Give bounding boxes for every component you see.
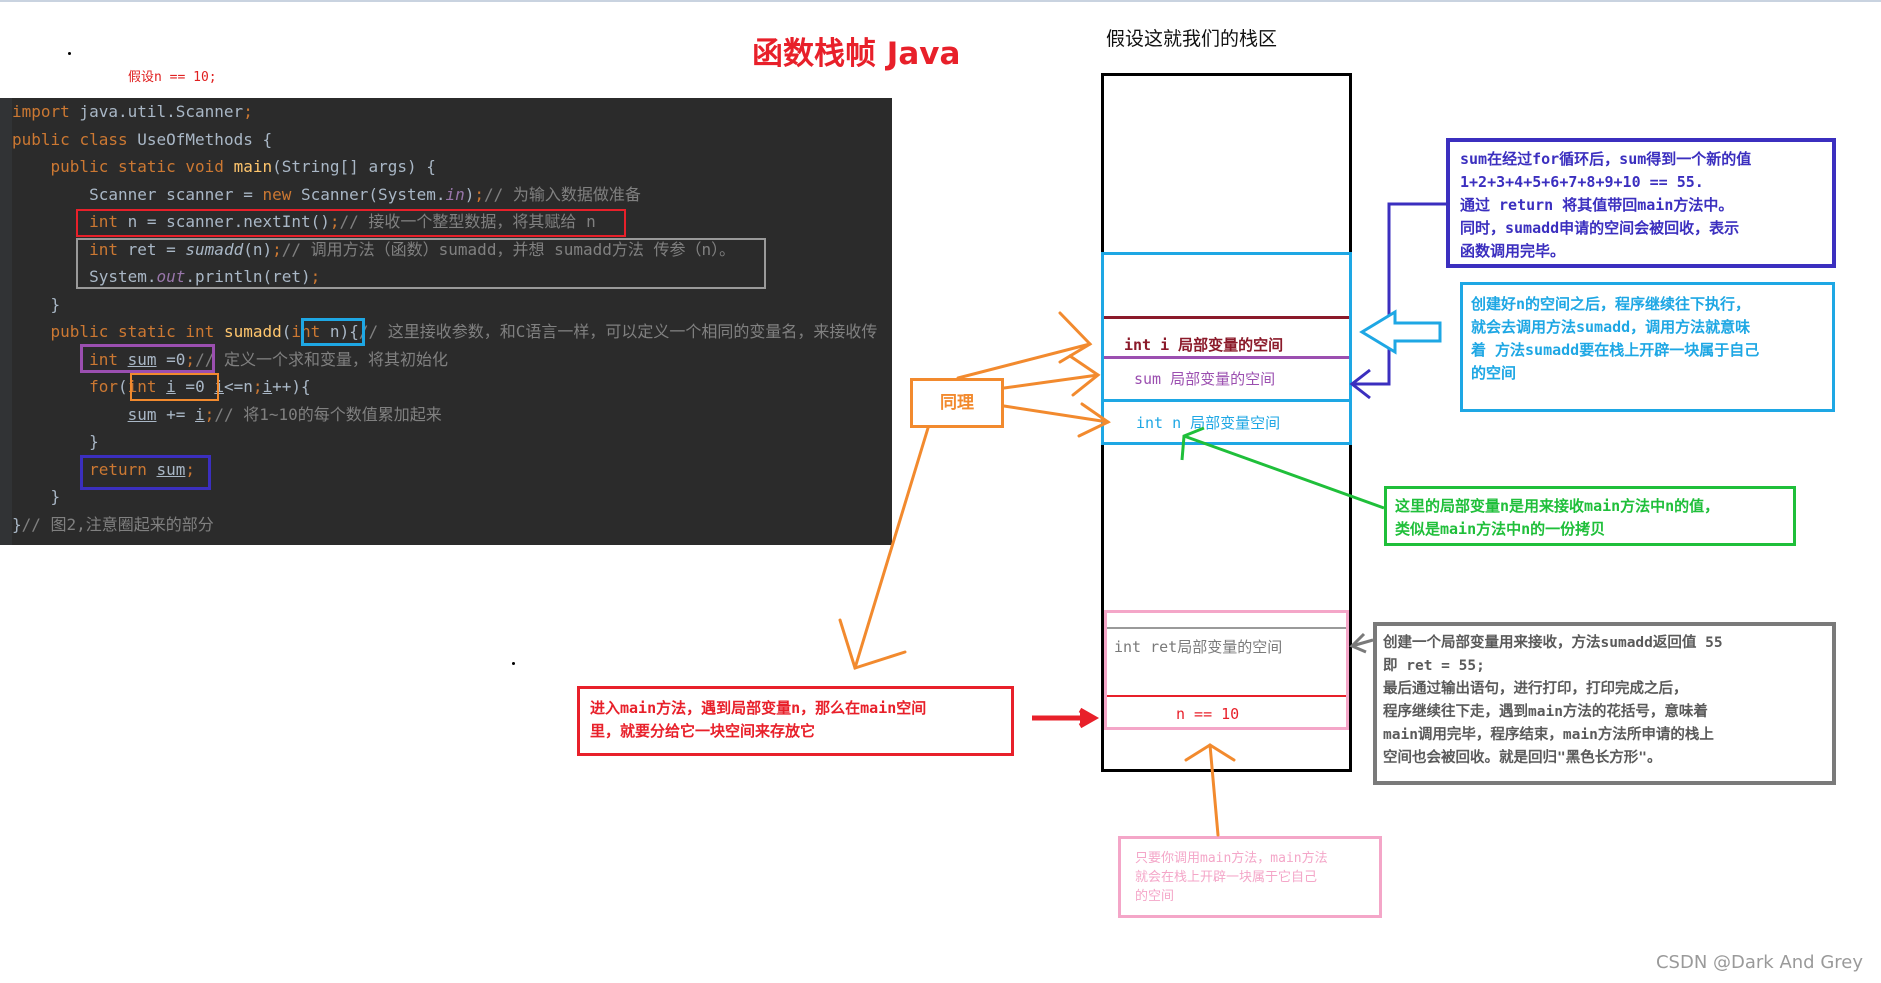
code-line: }// 图2,注意圈起来的部分	[12, 514, 214, 534]
note-line: 这里的局部变量n是用来接收main方法中n的值，	[1395, 497, 1720, 515]
note-line: 的空间	[1135, 889, 1175, 904]
arrow-head	[1078, 707, 1100, 729]
frame-divider	[1104, 356, 1349, 359]
code-line: }	[12, 487, 61, 506]
note-line: 程序继续往下走，遇到main方法的花括号，意味着	[1383, 704, 1708, 720]
code-line: for(int i =0 i<=n;i++){	[89, 377, 311, 396]
arrow-head	[1349, 368, 1371, 400]
slot-ret: int ret局部变量的空间	[1114, 638, 1283, 656]
arrow-line	[1002, 404, 1110, 424]
arrow-head	[838, 618, 907, 670]
code-line: int sum =0;// 定义一个求和变量，将其初始化	[89, 349, 448, 369]
sumadd-frame	[1101, 252, 1352, 445]
frame-divider	[1107, 695, 1346, 697]
note-line: 里，就要分给它一块空间来存放它	[590, 722, 816, 740]
assumption-note: 假设n == 10;	[128, 70, 217, 85]
code-line: Scanner scanner = new Scanner(System.in)…	[12, 184, 641, 204]
note-line: 同时，sumadd申请的空间会被回收，表示	[1460, 219, 1740, 237]
diagram-title: 函数栈帧 Java	[752, 36, 961, 72]
code-line: public static void main(String[] args) {	[50, 157, 436, 176]
code-line: sum += i;// 将1~10的每个数值累加起来	[127, 404, 442, 424]
note-line: 1+2+3+4+5+6+7+8+9+10 == 55.	[1460, 173, 1704, 191]
code-line: int ret = sumadd(n);// 调用方法（函数）sumadd，并想…	[89, 239, 736, 259]
slot-sum: sum 局部变量的空间	[1134, 370, 1276, 388]
arrow-line	[1208, 743, 1220, 837]
blue-connector	[1349, 202, 1446, 400]
code-line: public class UseOfMethods {	[12, 129, 273, 149]
red-arrow	[1032, 707, 1100, 729]
frame-divider	[1104, 316, 1349, 319]
code-line: return sum;	[89, 459, 196, 479]
stray-dot	[512, 662, 515, 665]
code-line: }	[12, 432, 99, 451]
note-line: 空间也会被回收。就是回归"黑色长方形"。	[1383, 750, 1662, 766]
highlight-return	[80, 455, 211, 490]
arrow-head	[1184, 743, 1236, 762]
note-line: 着 方法sumadd要在栈上开辟一块属于自己	[1471, 341, 1760, 359]
arrow-line	[956, 342, 1092, 380]
green-arrow	[1180, 426, 1385, 510]
slot-n-equals: n == 10	[1176, 705, 1240, 723]
note-line: 就会在栈上开辟一块属于它自己	[1135, 870, 1318, 885]
highlight-sum	[80, 344, 215, 373]
note-tongli: 同理	[910, 378, 1004, 428]
cyan-hollow-arrow	[1359, 309, 1442, 355]
note-enter-main: 进入main方法，遇到局部变量n，那么在main空间 里，就要分给它一块空间来存…	[577, 686, 1014, 756]
note-sum-after-loop: sum在经过for循环后，sum得到一个新的值 1+2+3+4+5+6+7+8+…	[1446, 138, 1836, 268]
arrow-head	[1180, 426, 1205, 461]
slot-int-n: int n 局部变量空间	[1136, 414, 1281, 432]
note-ret-receive: 创建一个局部变量用来接收，方法sumadd返回值 55 即 ret = 55; …	[1373, 622, 1836, 785]
arrow-head	[1349, 632, 1367, 654]
stray-dot	[68, 52, 71, 55]
highlight-param-n	[301, 318, 365, 346]
note-line: 进入main方法，遇到局部变量n，那么在main空间	[590, 699, 927, 717]
note-local-n-copy: 这里的局部变量n是用来接收main方法中n的值， 类似是main方法中n的一份拷…	[1384, 486, 1796, 546]
highlight-int-i	[130, 373, 219, 401]
arrow-head	[1077, 402, 1111, 438]
frame-divider	[1104, 399, 1349, 402]
arrow-line	[1352, 202, 1446, 386]
slot-int-i: int i 局部变量的空间	[1124, 336, 1284, 354]
code-gutter	[0, 98, 12, 545]
code-line: int n = scanner.nextInt();// 接收一个整型数据，将其…	[89, 212, 596, 231]
code-line: }	[12, 294, 61, 314]
code-editor: import java.util.Scanner; public class U…	[0, 98, 892, 545]
stack-heading: 假设这就我们的栈区	[1106, 28, 1278, 50]
main-frame	[1104, 610, 1349, 730]
arrow-head	[1068, 354, 1101, 397]
top-border	[0, 0, 1881, 2]
note-text: 同理	[940, 392, 974, 413]
orange-arrows	[838, 311, 1236, 837]
frame-divider	[1107, 627, 1346, 629]
note-line: 创建一个局部变量用来接收，方法sumadd返回值 55	[1383, 635, 1723, 651]
footer-credit: CSDN @Dark And Grey	[1655, 952, 1863, 973]
note-line: main调用完毕，程序结束，main方法所申请的栈上	[1383, 727, 1714, 743]
note-line: 只要你调用main方法，main方法	[1135, 851, 1328, 866]
arrow-line	[1183, 434, 1385, 510]
gray-arrow	[1349, 632, 1374, 654]
note-line: 类似是main方法中n的一份拷贝	[1395, 520, 1606, 538]
note-line: 最后通过输出语句，进行打印，打印完成之后，	[1383, 681, 1688, 697]
note-line: 创建好n的空间之后，程序继续往下执行，	[1471, 295, 1751, 313]
code-line: public static int sumadd(int n){// 这里接收参…	[50, 322, 878, 341]
note-call-main: 只要你调用main方法，main方法 就会在栈上开辟一块属于它自己 的空间	[1118, 836, 1382, 918]
note-line: 即 ret = 55;	[1383, 658, 1485, 674]
arrow-head	[1058, 311, 1093, 364]
arrow-line	[1351, 638, 1374, 648]
code-line: System.out.println(ret);	[12, 267, 321, 286]
note-line: 通过 return 将其值带回main方法中。	[1460, 196, 1734, 214]
note-line: sum在经过for循环后，sum得到一个新的值	[1460, 150, 1752, 168]
note-line: 的空间	[1471, 364, 1517, 382]
note-line: 函数调用完毕。	[1460, 242, 1566, 260]
code-line: import java.util.Scanner;	[12, 102, 253, 121]
note-line: 就会去调用方法sumadd，调用方法就意味	[1471, 318, 1751, 336]
highlight-ret-println	[76, 238, 766, 289]
note-after-create-n: 创建好n的空间之后，程序继续往下执行， 就会去调用方法sumadd，调用方法就意…	[1460, 282, 1835, 412]
arrow-line	[1002, 373, 1100, 390]
highlight-int-n	[76, 209, 626, 237]
arrow-line	[853, 426, 930, 670]
